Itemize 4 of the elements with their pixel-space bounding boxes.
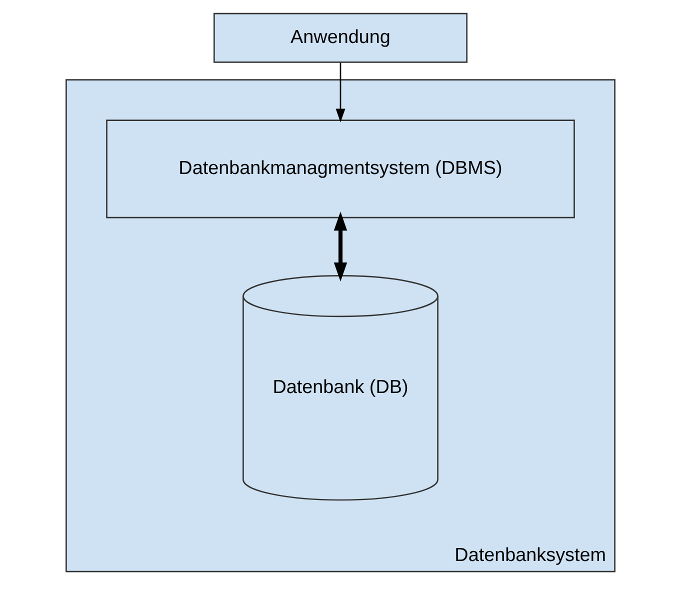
node-box: Anwendung xyxy=(212,12,467,63)
arrow xyxy=(335,62,345,122)
arrow xyxy=(333,212,347,282)
node-box: Datenbankmanagmentsystem (DBMS) xyxy=(106,120,574,218)
